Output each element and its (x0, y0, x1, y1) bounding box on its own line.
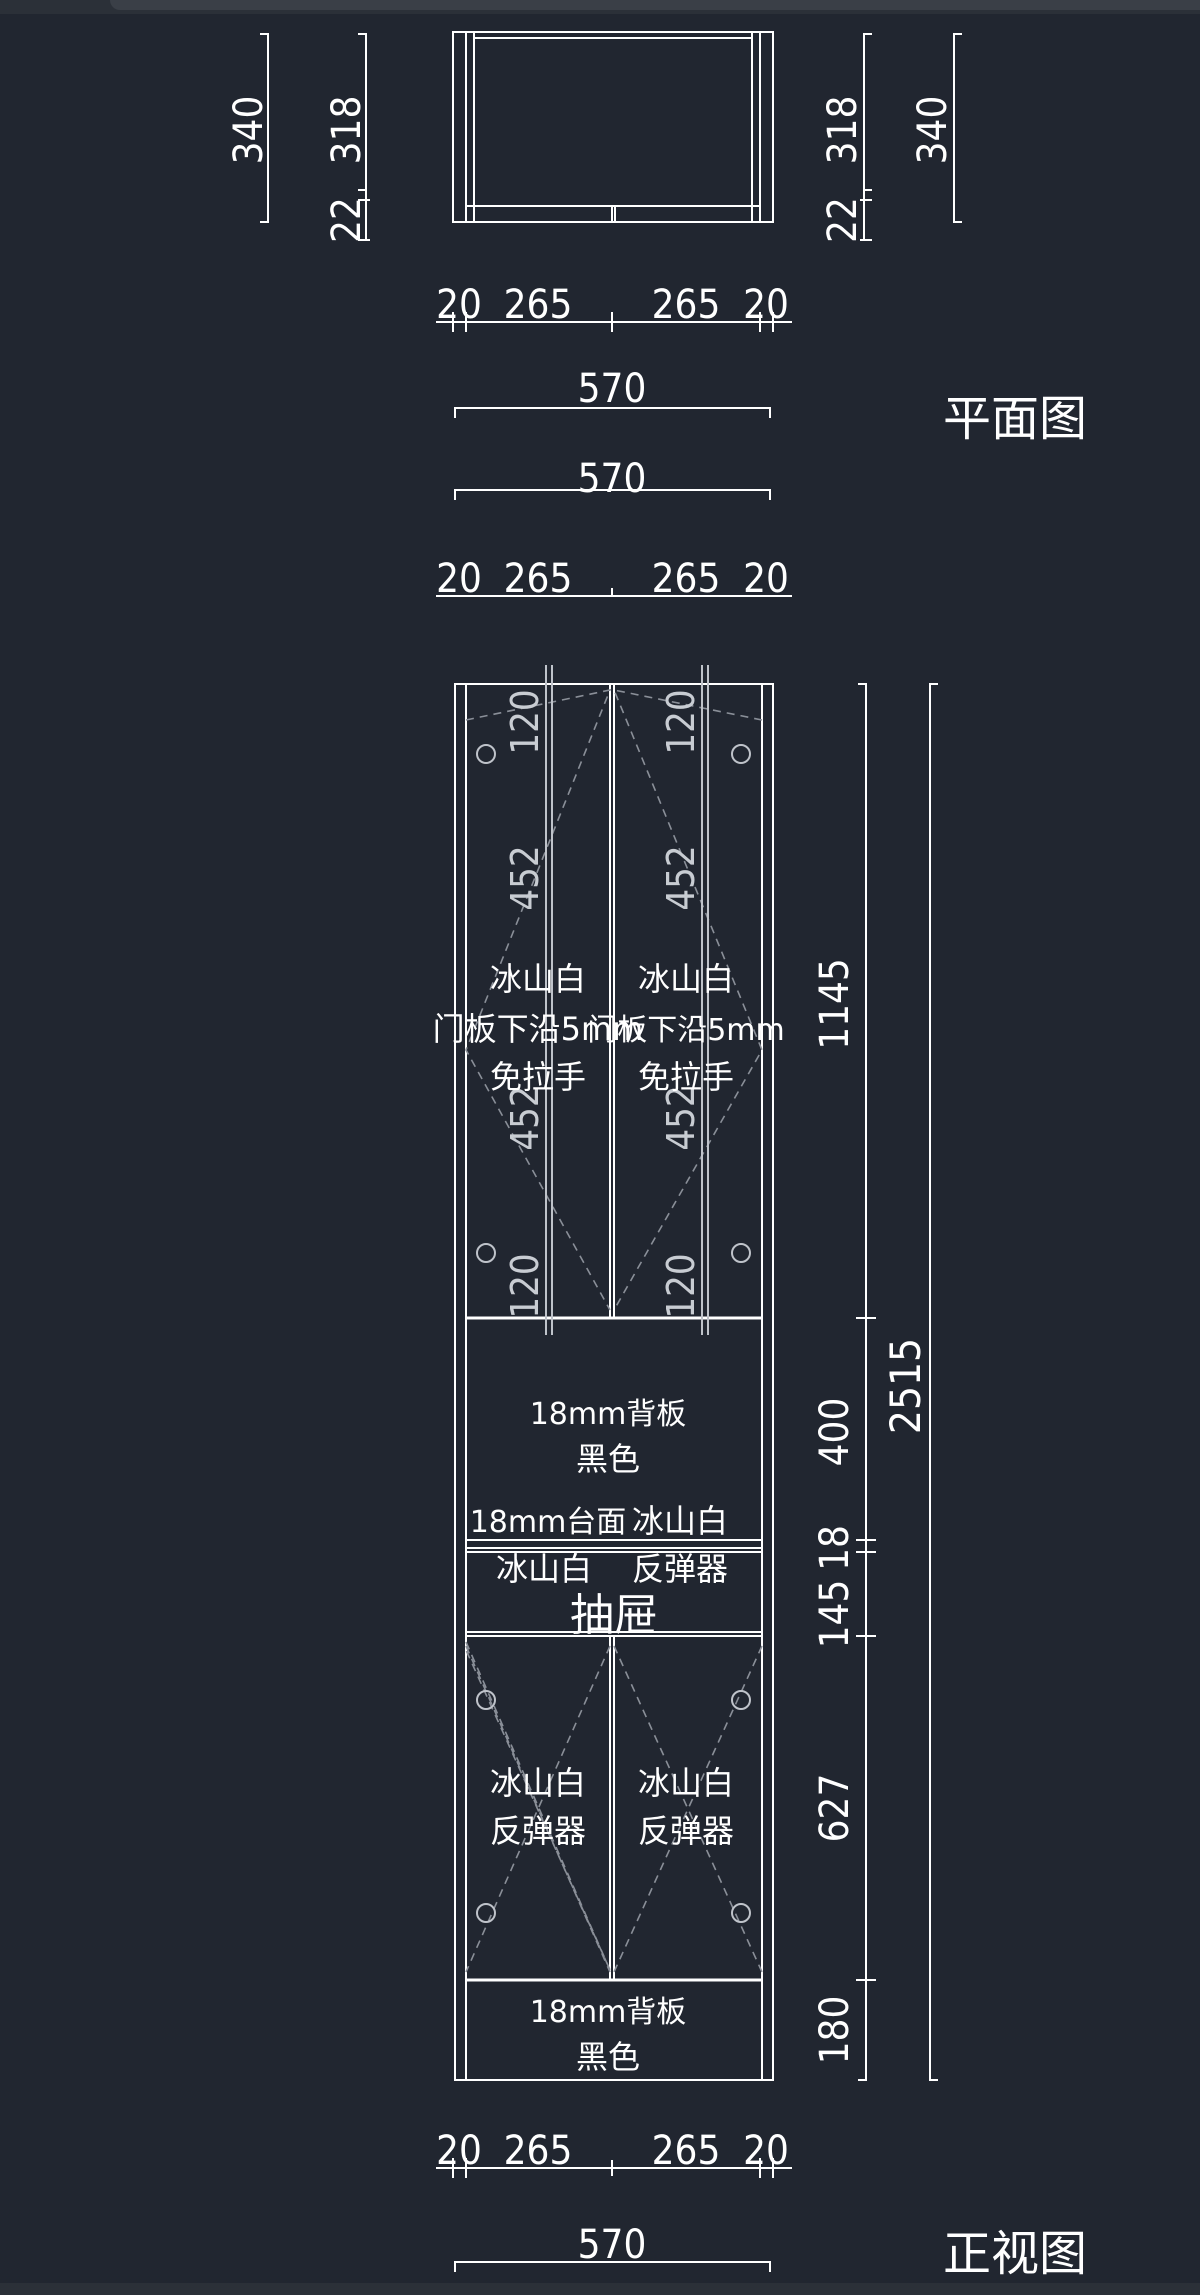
hinge-dim-texts: 120 452 452 120 120 452 452 120 (503, 689, 703, 1318)
upper-door-left-color: 冰山白 (490, 960, 586, 998)
hinge-dim-left-2: 452 (503, 845, 547, 910)
hinge-hole-icon (476, 744, 496, 764)
upper-door-left-note: 门板下沿5mm (433, 1010, 644, 1048)
plan-width-part-2: 265 (504, 282, 573, 328)
plan-width-part-3: 265 (652, 282, 721, 328)
elevation-view-title: 正视图 (943, 2226, 1087, 2282)
height-plinth: 180 (812, 1996, 858, 2065)
hinge-dim-left-1: 120 (503, 689, 547, 754)
hinge-dim-right-4: 120 (659, 1253, 703, 1318)
plan-side-edge-left: 22 (324, 197, 370, 243)
bottom-total-width: 570 (578, 2222, 647, 2268)
door-swing-lines (465, 688, 763, 1973)
elevation-view (454, 683, 774, 2081)
drawer-hardware: 反弹器 (632, 1550, 728, 1588)
plan-width-b-part-3: 265 (652, 556, 721, 602)
bottom-width-part-2: 265 (504, 2128, 573, 2174)
hinge-holes (476, 744, 751, 1923)
plan-side-total-right: 340 (910, 96, 956, 165)
plan-side-inner-right: 318 (820, 96, 866, 165)
plan-view-title: 平面图 (943, 391, 1087, 447)
plan-width-part-4: 20 (743, 282, 789, 328)
plan-width-b-part-1: 20 (436, 556, 482, 602)
hinge-dim-left-4: 120 (503, 1253, 547, 1318)
plan-side-inner-left: 318 (324, 96, 370, 165)
height-drawer: 145 (812, 1580, 858, 1649)
plan-width-b-part-2: 265 (504, 556, 573, 602)
bottom-width-part-3: 265 (652, 2128, 721, 2174)
upper-door-left-handle: 免拉手 (490, 1058, 586, 1096)
bottom-width-dims (436, 2158, 792, 2272)
lower-door-left-color: 冰山白 (490, 1764, 586, 1802)
window-top-edge (0, 0, 1200, 14)
plan-total-width-a: 570 (578, 366, 647, 412)
plan-view (260, 31, 962, 597)
hinge-dim-left-3: 452 (503, 1085, 547, 1150)
plan-side-total-left: 340 (226, 96, 272, 165)
plan-width-part-1: 20 (436, 282, 482, 328)
hinge-hole-icon (476, 1903, 496, 1923)
hinge-dim-right-2: 452 (659, 845, 703, 910)
counter-material: 18mm台面 (470, 1505, 627, 1540)
hinge-hole-icon (731, 744, 751, 764)
plan-dim-texts: 340 318 22 318 22 340 20 265 265 20 570 … (226, 96, 1087, 602)
hinge-rails (545, 665, 709, 1335)
back-panel-color: 黑色 (576, 1440, 640, 1478)
height-counter: 18 (812, 1525, 858, 1571)
window-bottom-edge (0, 2283, 1200, 2295)
drawer-color: 冰山白 (496, 1550, 592, 1588)
lower-door-left-hardware: 反弹器 (490, 1812, 586, 1850)
plan-outline (452, 31, 774, 223)
upper-door-right-note: 门板下沿5mm (587, 1013, 785, 1048)
height-upper: 1145 (812, 958, 858, 1050)
panel-labels: 冰山白 门板下沿5mm 免拉手 冰山白 门板下沿5mm 免拉手 18mm背板 黑… (433, 960, 785, 2076)
plan-side-edge-right: 22 (820, 197, 866, 243)
height-dims (856, 683, 938, 2081)
bottom-width-part-4: 20 (743, 2128, 789, 2174)
plinth-material: 18mm背板 (530, 1995, 687, 2030)
hinge-hole-icon (731, 1903, 751, 1923)
upper-door-right-color: 冰山白 (638, 960, 734, 998)
plinth-color: 黑色 (576, 2038, 640, 2076)
height-total: 2515 (881, 1338, 930, 1434)
bottom-width-part-1: 20 (436, 2128, 482, 2174)
plan-total-width-b: 570 (578, 456, 647, 502)
height-dim-texts: 1145 400 18 145 627 180 2515 (812, 958, 930, 2064)
bottom-width-texts: 20 265 265 20 570 正视图 (436, 2128, 1087, 2282)
upper-door-right-handle: 免拉手 (638, 1058, 734, 1096)
hinge-hole-icon (731, 1243, 751, 1263)
hinge-dim-right-3: 452 (659, 1085, 703, 1150)
height-lower-door: 627 (812, 1774, 858, 1843)
plan-width-b-part-4: 20 (743, 556, 789, 602)
counter-color: 冰山白 (632, 1502, 728, 1540)
drawer-label: 抽屉 (570, 1590, 658, 1641)
hinge-hole-icon (476, 1243, 496, 1263)
tab-strip (110, 0, 1200, 10)
lower-door-right-hardware: 反弹器 (638, 1812, 734, 1850)
lower-door-right-color: 冰山白 (638, 1764, 734, 1802)
hinge-hole-icon (476, 1690, 496, 1710)
back-panel-material: 18mm背板 (530, 1397, 687, 1432)
hinge-hole-icon (731, 1690, 751, 1710)
height-open-shelf: 400 (812, 1398, 858, 1467)
hinge-dim-right-1: 120 (659, 689, 703, 754)
